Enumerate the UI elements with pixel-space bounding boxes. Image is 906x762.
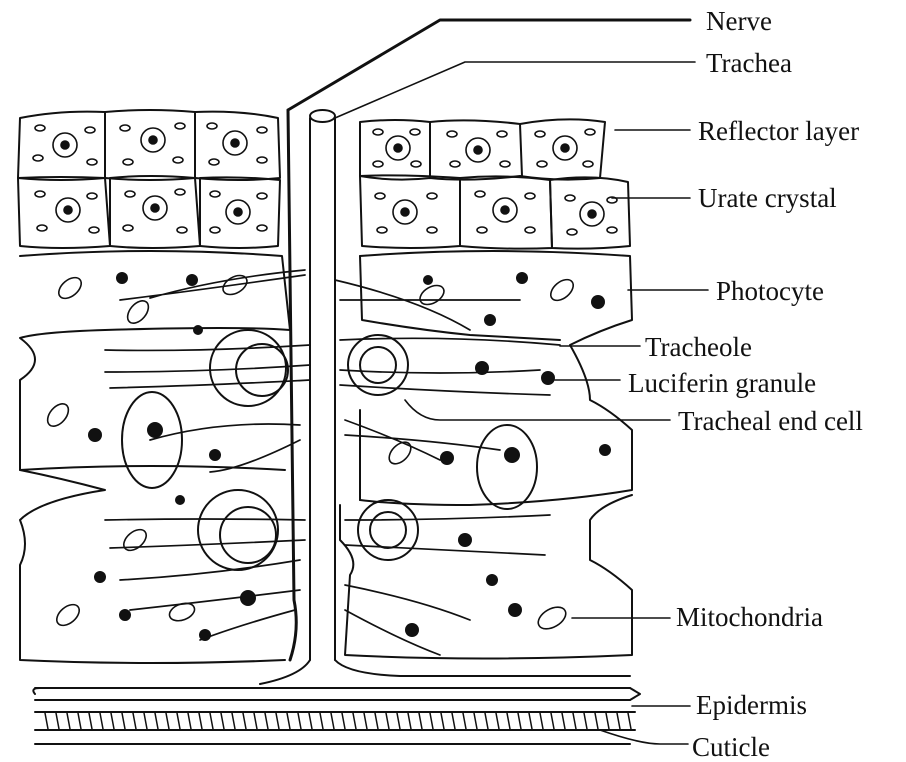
cuticle-striation [67,713,70,729]
photocyte-right [340,251,632,659]
cuticle-striation [331,713,334,729]
cuticle-striation [397,713,400,729]
cuticle-striation [254,713,257,729]
cuticle-striation [155,713,158,729]
cuticle-striation [408,713,411,729]
cuticle-striation [342,713,345,729]
cuticle-striation [485,713,488,729]
cuticle-striation [276,713,279,729]
cuticle-striation [210,713,213,729]
cuticle-striations [45,713,631,729]
cuticle-striation [45,713,48,729]
cuticle-striation [144,713,147,729]
cuticle-striation [298,713,301,729]
cuticle-striation [617,713,620,729]
cuticle-striation [419,713,422,729]
photocyte-nuclei [122,392,537,509]
cuticle-striation [540,713,543,729]
cuticle-striation [265,713,268,729]
label-cuticle: Cuticle [692,734,770,761]
cuticle-striation [562,713,565,729]
label-nerve: Nerve [706,8,772,35]
cuticle-striation [309,713,312,729]
label-mitochondria: Mitochondria [676,604,823,631]
cuticle-striation [375,713,378,729]
cuticle-striation [89,713,92,729]
label-photocyte: Photocyte [716,278,824,305]
reflector-layer-left [18,110,280,248]
cuticle-striation [133,713,136,729]
cuticle-striation [221,713,224,729]
label-urate-crystal: Urate crystal [698,185,837,212]
cuticle-striation [584,713,587,729]
tracheal-end-cells [198,330,418,570]
label-luciferin-granule: Luciferin granule [628,370,816,397]
cuticle-striation [232,713,235,729]
cuticle-striation [496,713,499,729]
cuticle-striation [452,713,455,729]
cuticle-striation [507,713,510,729]
cuticle-striation [595,713,598,729]
label-trachea: Trachea [706,50,792,77]
cuticle-striation [122,713,125,729]
cuticle-striation [474,713,477,729]
cuticle-striation [463,713,466,729]
label-tracheal-end-cell: Tracheal end cell [678,408,863,435]
cuticle-striation [243,713,246,729]
label-reflector-layer: Reflector layer [698,118,859,145]
cuticle-striation [573,713,576,729]
cuticle-striation [606,713,609,729]
label-tracheole: Tracheole [645,334,752,361]
cuticle-striation [529,713,532,729]
cuticle-striation [199,713,202,729]
cuticle-striation [56,713,59,729]
cuticle-striation [320,713,323,729]
cuticle-striation [188,713,191,729]
cuticle-striation [551,713,554,729]
cuticle-striation [353,713,356,729]
cuticle-striation [111,713,114,729]
cuticle-striation [386,713,389,729]
cuticle-striation [287,713,290,729]
epidermis [33,688,640,700]
label-epidermis: Epidermis [696,692,807,719]
cuticle-striation [364,713,367,729]
cuticle-striation [441,713,444,729]
cuticle-striation [177,713,180,729]
cuticle-striation [166,713,169,729]
cuticle-striation [100,713,103,729]
cuticle-striation [518,713,521,729]
cuticle-striation [430,713,433,729]
reflector-layer-right [360,119,630,248]
cuticle-striation [628,713,631,729]
cuticle-striation [78,713,81,729]
